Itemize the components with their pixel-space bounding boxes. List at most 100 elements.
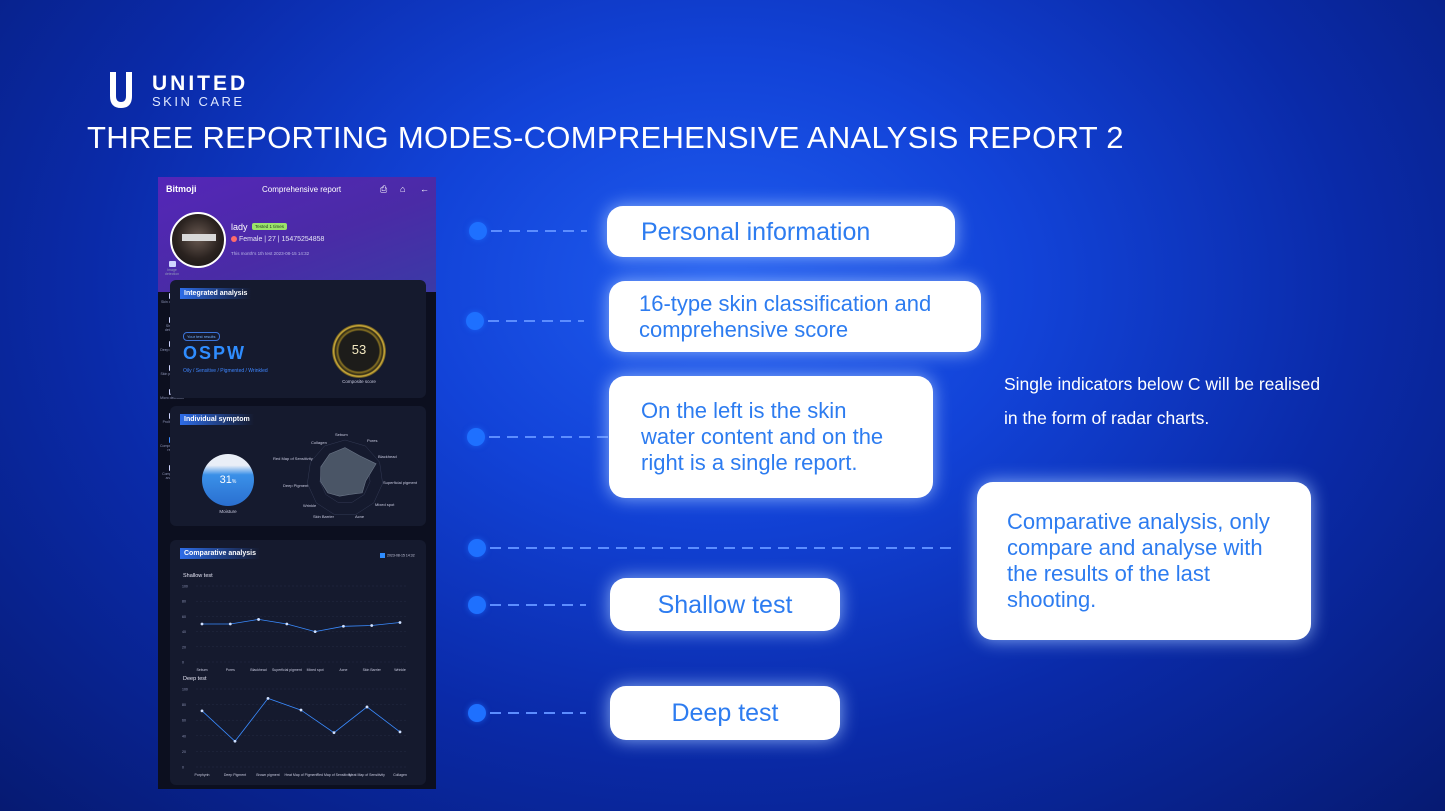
tested-badge: Tested 1 times	[252, 223, 288, 230]
data-point	[332, 731, 336, 735]
result-tag: Your test results	[183, 332, 220, 341]
connector-dot	[469, 222, 487, 240]
composite-score-ring: 53	[332, 324, 386, 378]
data-point	[285, 622, 289, 626]
brand-subtitle: SKIN CARE	[152, 94, 245, 109]
slide-title: THREE REPORTING MODES-COMPREHENSIVE ANAL…	[87, 120, 1124, 155]
y-tick-label: 100	[182, 688, 188, 692]
data-point	[257, 618, 260, 621]
data-point	[370, 624, 374, 627]
connector-dot	[468, 539, 486, 557]
moisture-gauge: 31%	[202, 454, 254, 506]
connector-dash	[491, 230, 587, 232]
comparative-analysis-card: Comparative analysis 2023-08-15 14:32 Sh…	[170, 540, 426, 785]
home-icon[interactable]: ⌂	[400, 184, 406, 194]
data-point	[365, 705, 369, 709]
report-title: Comprehensive report	[262, 185, 342, 194]
callout-personal-info: Personal information	[607, 206, 955, 257]
back-arrow-icon[interactable]: ←	[420, 184, 429, 194]
y-tick-label: 100	[182, 585, 188, 589]
deep-test-title: Deep test	[183, 676, 207, 682]
radar-chart: Sebum Pores Blackhead Superficial pigmen…	[265, 428, 425, 526]
user-name: lady	[231, 222, 248, 232]
series-line	[202, 618, 401, 633]
image-icon	[168, 261, 176, 267]
callout-comparative-analysis: Comparative analysis, only compare and a…	[977, 482, 1311, 640]
united-u-logo-icon	[110, 72, 132, 108]
print-icon[interactable]: ⎙	[380, 184, 388, 194]
x-tick-label: Superficial pigment	[272, 668, 302, 672]
data-point	[313, 630, 317, 633]
radar-label-sebum: Sebum	[335, 432, 348, 437]
connector-dash	[489, 436, 609, 438]
x-tick-label: Collagen	[393, 773, 407, 777]
y-tick-label: 60	[182, 615, 186, 619]
report-header: Bitmoji Comprehensive report ⎙ ⌂ ← lady …	[158, 177, 436, 292]
data-point	[200, 709, 204, 713]
callout-single-report: On the left is the skin water content an…	[609, 376, 933, 498]
callout-shallow-test: Shallow test	[610, 578, 840, 631]
y-tick-label: 0	[182, 766, 184, 770]
x-tick-label: Acne	[339, 668, 347, 672]
skin-type-description: Oily / Sensitive / Pigmented / Wrinkled	[183, 368, 268, 374]
y-tick-label: 60	[182, 719, 186, 723]
radar-label-superficial-pigment: Superficial pigment	[383, 480, 418, 485]
radar-label-pores: Pores	[367, 438, 378, 443]
connector-dash	[490, 604, 586, 606]
callout-skin-classification: 16-type skin classification and comprehe…	[609, 281, 981, 352]
moisture-label: Moisture	[219, 509, 237, 514]
card-title: Individual symptom	[180, 414, 254, 425]
privacy-bar	[182, 234, 216, 241]
card-title: Comparative analysis	[180, 548, 260, 559]
y-tick-label: 0	[182, 661, 184, 665]
data-point	[299, 708, 303, 712]
connector-dot	[468, 704, 486, 722]
y-tick-label: 80	[182, 600, 186, 604]
radar-label-red-map-sensitivity: Red Map of Sensitivity	[273, 456, 313, 461]
moisture-value: 31%	[219, 474, 237, 486]
nav-item-image-detection[interactable]: Image detection	[160, 261, 184, 276]
radar-note: Single indicators below C will be realis…	[1004, 374, 1321, 428]
card-title: Integrated analysis	[180, 288, 252, 299]
y-tick-label: 80	[182, 703, 186, 707]
data-point	[233, 739, 237, 743]
radar-label-acne: Acne	[355, 514, 365, 519]
brand-logo: UNITED SKIN CARE	[106, 70, 266, 110]
connector-dash	[488, 320, 584, 322]
y-tick-label: 20	[182, 750, 186, 754]
integrated-analysis-card: Integrated analysis Your test results OS…	[170, 280, 426, 398]
x-tick-label: Porphyrin	[195, 773, 210, 777]
x-tick-label: Mixed spot	[307, 668, 324, 672]
connector-dot	[466, 312, 484, 330]
x-tick-label: Skin Barrier	[363, 668, 382, 672]
shallow-test-title: Shallow test	[183, 573, 213, 579]
data-point	[200, 622, 204, 626]
x-tick-label: Blackhead	[250, 668, 266, 672]
legend-swatch	[380, 553, 385, 558]
skin-type-code: OSPW	[183, 343, 247, 363]
y-tick-label: 40	[182, 734, 186, 738]
radar-area	[320, 447, 377, 497]
y-tick-label: 40	[182, 630, 186, 634]
x-tick-label: Heat Map of Pigment	[285, 773, 318, 777]
phone-report-screen: Bitmoji Comprehensive report ⎙ ⌂ ← lady …	[158, 177, 436, 789]
connector-dash	[490, 712, 586, 714]
radar-chart-svg	[307, 439, 383, 515]
individual-symptom-card: Individual symptom 31% Moisture Sebum Po…	[170, 406, 426, 526]
x-tick-label: Deep Pigment	[224, 773, 246, 777]
radar-label-deep-pigment: Deep Pigment	[283, 483, 309, 488]
data-point	[228, 622, 232, 626]
user-meta-text: Female | 27 | 15475254858	[239, 236, 325, 243]
x-tick-label: Pores	[226, 668, 235, 672]
connector-dash	[490, 547, 956, 549]
radar-label-blackhead: Blackhead	[378, 454, 397, 459]
x-tick-label: Red Map of Sensitivity	[317, 773, 352, 777]
user-meta: Female | 27 | 15475254858	[231, 236, 324, 243]
y-tick-label: 20	[182, 645, 186, 649]
x-tick-label: Heat Map of Sensitivity	[349, 773, 385, 777]
connector-dot	[467, 428, 485, 446]
connector-dot	[468, 596, 486, 614]
x-tick-label: Sebum	[196, 668, 207, 672]
